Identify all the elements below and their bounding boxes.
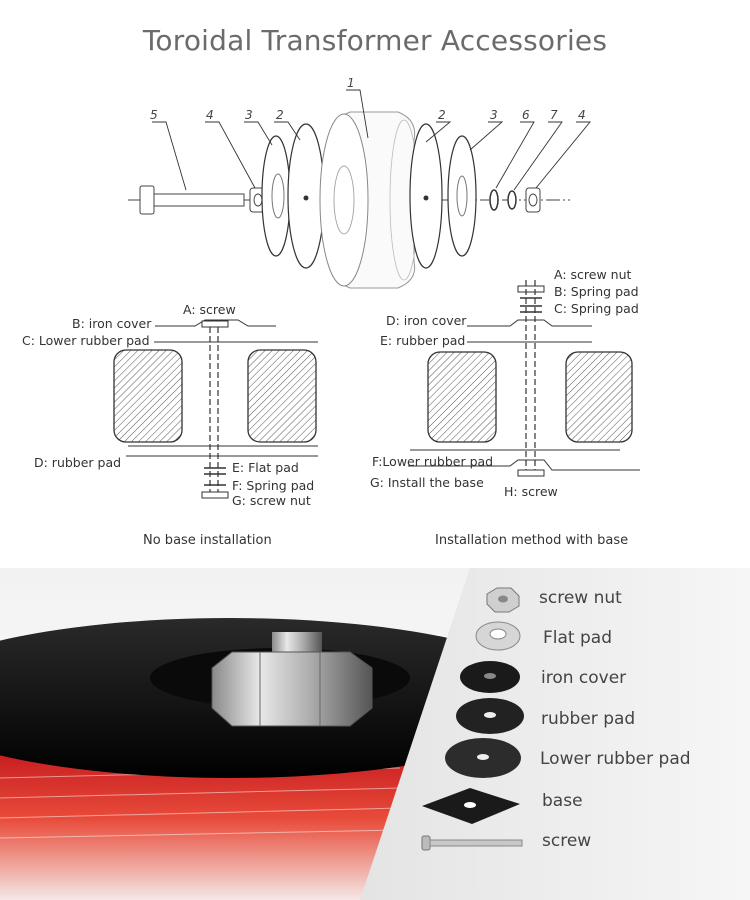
label-spring-pad: F: Spring pad xyxy=(232,478,314,493)
caption-with-base: Installation method with base xyxy=(435,533,628,548)
exploded-screw xyxy=(139,185,245,215)
label-rubber-pad-r: E: rubber pad xyxy=(380,333,465,348)
exploded-toroid xyxy=(319,111,419,289)
part-number: 2 xyxy=(438,108,446,122)
label-rubber-pad: D: rubber pad xyxy=(34,455,121,470)
part-number: 3 xyxy=(245,108,253,122)
part-number: 3 xyxy=(490,108,498,122)
part-number: 2 xyxy=(276,108,284,122)
caption-no-base: No base installation xyxy=(143,533,272,548)
exploded-rubber-pad-right xyxy=(409,123,443,269)
exploded-view-diagram: 5 4 3 2 1 2 3 6 7 4 xyxy=(128,76,591,289)
label-iron-cover: B: iron cover xyxy=(72,316,152,331)
exploded-nut-left xyxy=(249,187,265,213)
label-screw-nut: G: screw nut xyxy=(232,493,311,508)
label-screw-r: H: screw xyxy=(504,484,558,499)
label-spring-pad-b: B: Spring pad xyxy=(554,284,639,299)
label-lower-rubber-pad-r: F:Lower rubber pad xyxy=(372,454,493,469)
part-number: 1 xyxy=(347,76,355,90)
exploded-flat-pad xyxy=(507,190,517,210)
accessory-label-screw-nut: screw nut xyxy=(539,588,622,608)
iron-cover-icon xyxy=(460,661,520,693)
part-number: 7 xyxy=(550,108,558,122)
label-install-base: G: Install the base xyxy=(370,475,484,490)
with-base-diagram xyxy=(408,280,640,477)
accessory-label-base: base xyxy=(542,791,583,811)
lower-rubber-pad-icon xyxy=(445,738,521,778)
part-number: 4 xyxy=(578,108,586,122)
accessory-label-lower-rubber-pad: Lower rubber pad xyxy=(540,749,691,769)
screw-nut-icon xyxy=(486,587,520,613)
exploded-nut-right xyxy=(525,187,541,213)
exploded-iron-cover-right xyxy=(447,135,477,257)
photo-illustration xyxy=(0,568,750,900)
exploded-rubber-pad-left xyxy=(287,123,325,269)
installation-diagrams: A: screw B: iron cover C: Lower rubber p… xyxy=(22,267,640,548)
label-spring-pad-c: C: Spring pad xyxy=(554,301,639,316)
label-screw-nut-r: A: screw nut xyxy=(554,267,631,282)
exploded-spring-pad xyxy=(489,189,499,211)
accessory-label-flat-pad: Flat pad xyxy=(543,628,612,648)
part-number: 5 xyxy=(150,108,158,122)
label-lower-rubber-pad: C: Lower rubber pad xyxy=(22,333,150,348)
label-flat-pad: E: Flat pad xyxy=(232,460,299,475)
accessory-label-screw: screw xyxy=(542,831,592,851)
base-icon xyxy=(422,788,520,824)
accessory-label-rubber-pad: rubber pad xyxy=(541,709,636,729)
leader-lines xyxy=(152,89,591,191)
flat-pad-icon xyxy=(475,621,521,651)
label-screw: A: screw xyxy=(183,302,236,317)
page-title: Toroidal Transformer Accessories xyxy=(142,24,608,57)
screw-icon xyxy=(421,835,523,851)
part-number: 4 xyxy=(206,108,214,122)
rubber-pad-icon xyxy=(456,698,524,734)
accessories-photo-panel: screw nut Flat pad iron cover rubber pad… xyxy=(0,568,750,900)
part-number: 6 xyxy=(522,108,530,122)
label-iron-cover-r: D: iron cover xyxy=(386,313,467,328)
no-base-diagram xyxy=(113,319,318,499)
accessory-label-iron-cover: iron cover xyxy=(541,668,627,688)
